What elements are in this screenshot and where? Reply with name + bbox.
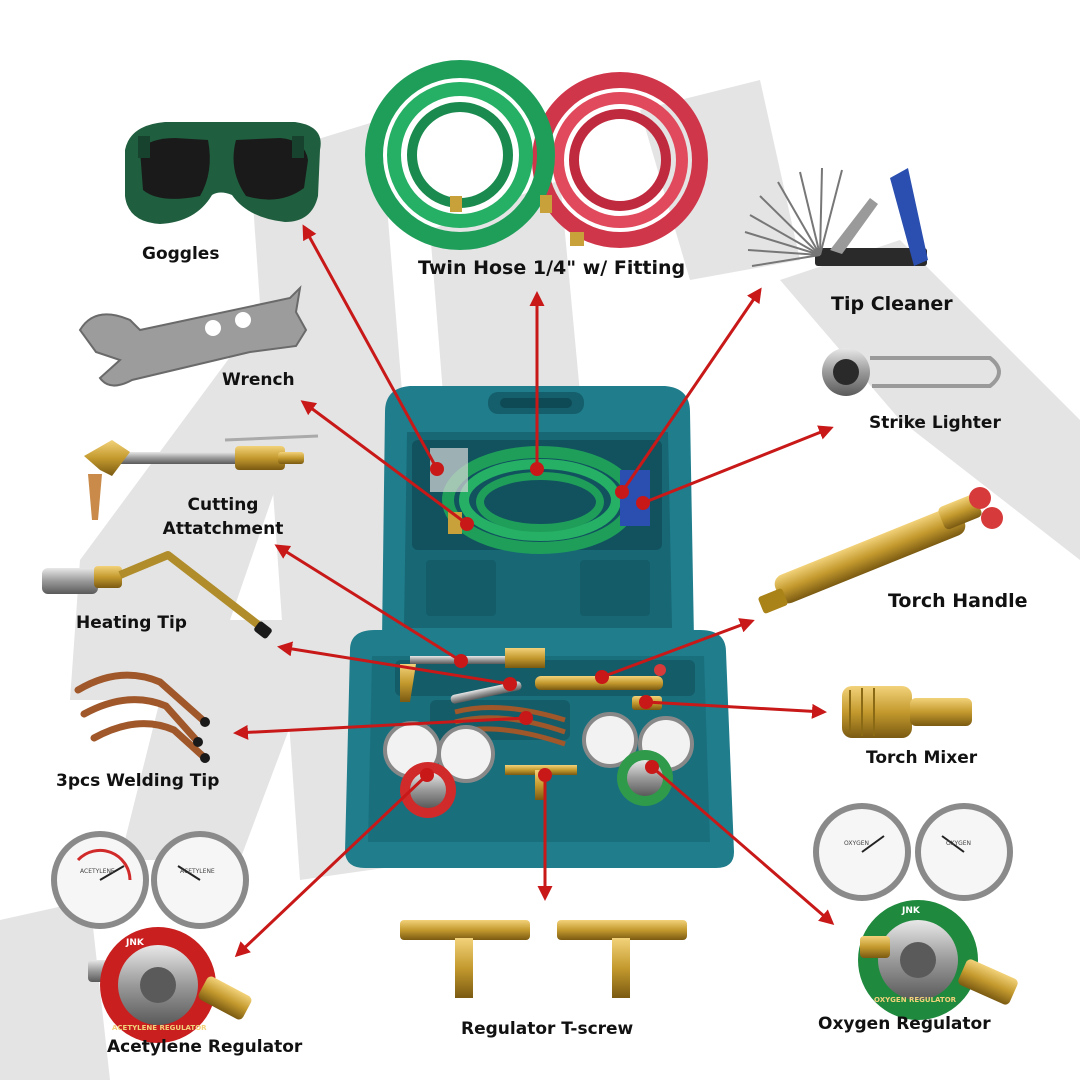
acetylene-regulator-image bbox=[51, 831, 252, 1043]
torch-mixer-image bbox=[842, 686, 972, 738]
label-twin-hose: Twin Hose 1/4" w/ Fitting bbox=[418, 257, 686, 279]
label-goggles: Goggles bbox=[142, 244, 220, 264]
tip-cleaner-image bbox=[744, 167, 928, 267]
arrow-wrench bbox=[300, 400, 468, 526]
arrow-heating-tip bbox=[277, 641, 511, 686]
wrench-image bbox=[78, 285, 308, 387]
arrow-oxygen bbox=[651, 765, 835, 925]
label-cutting-attachment: Cutting Attatchment bbox=[156, 493, 290, 541]
label-welding-tip: 3pcs Welding Tip bbox=[56, 771, 220, 791]
oxygen-high-gauge-text: OXYGEN bbox=[946, 840, 972, 847]
label-wrench: Wrench bbox=[222, 370, 295, 390]
goggles-image bbox=[125, 122, 321, 224]
label-tip-cleaner: Tip Cleaner bbox=[831, 293, 953, 315]
arrow-acetylene bbox=[234, 773, 429, 958]
cutting-attachment-image bbox=[84, 434, 319, 520]
label-torch-mixer: Torch Mixer bbox=[866, 748, 978, 768]
oxygen-regulator-image bbox=[813, 803, 1018, 1020]
twin-hose-image bbox=[365, 60, 708, 250]
acetylene-low-gauge-text: ACETYLENE bbox=[80, 868, 115, 875]
label-cutting-attachment-line1: Cutting bbox=[187, 495, 259, 515]
label-cutting-attachment-line2: Attatchment bbox=[162, 519, 284, 539]
welding-tips-image bbox=[74, 671, 209, 762]
label-oxygen-regulator: Oxygen Regulator bbox=[818, 1014, 991, 1034]
carry-case bbox=[345, 386, 734, 868]
oxygen-ring-text: OXYGEN REGULATOR bbox=[874, 996, 957, 1004]
tscrews-image bbox=[400, 920, 687, 998]
callout-arrows bbox=[233, 224, 835, 958]
label-acetylene-regulator: Acetylene Regulator bbox=[107, 1037, 303, 1057]
welding-tips-ends bbox=[193, 717, 210, 763]
label-strike-lighter: Strike Lighter bbox=[869, 413, 1001, 433]
oxygen-low-gauge-text: OXYGEN bbox=[844, 840, 870, 847]
arrow-torch-handle bbox=[601, 618, 755, 679]
oxygen-brand-mark: JNK bbox=[902, 906, 920, 916]
arrow-cutting-attachment bbox=[274, 544, 462, 663]
arrow-torch-mixer bbox=[645, 700, 827, 719]
torch-handle-image bbox=[758, 487, 1003, 614]
acetylene-brand-mark: JNK bbox=[126, 938, 144, 948]
arrow-welding-tip bbox=[233, 716, 527, 740]
arrow-goggles bbox=[302, 224, 439, 470]
acetylene-ring-text: ACETYLENE REGULATOR bbox=[112, 1024, 207, 1032]
arrow-strike-lighter bbox=[642, 425, 834, 505]
label-regulator-tscrew: Regulator T-screw bbox=[461, 1019, 634, 1039]
label-torch-handle: Torch Handle bbox=[888, 590, 1028, 612]
acetylene-high-gauge-text: ACETYLENE bbox=[180, 868, 215, 875]
heating-tip-image bbox=[42, 551, 272, 639]
strike-lighter-image bbox=[822, 348, 1001, 396]
callout-dots bbox=[420, 462, 659, 782]
label-heating-tip: Heating Tip bbox=[76, 613, 187, 633]
arrow-tip-cleaner bbox=[620, 287, 762, 493]
